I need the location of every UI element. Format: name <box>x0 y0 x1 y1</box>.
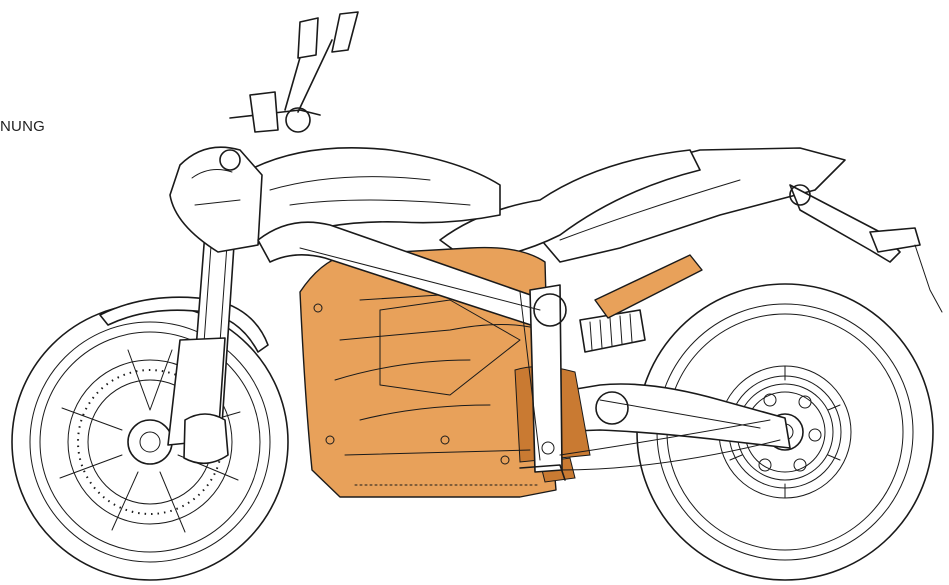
footpeg <box>519 464 566 481</box>
front-wheel <box>11 303 289 581</box>
frame <box>257 221 567 473</box>
drive-belt <box>559 419 781 471</box>
handlebar <box>229 39 333 133</box>
rear-shock <box>579 309 646 353</box>
fuel-tank-cover <box>239 146 501 246</box>
partial-caption: NUNG <box>0 118 45 135</box>
license-plate-holder <box>869 227 921 253</box>
brake-caliper <box>183 413 229 465</box>
front-fork <box>167 229 236 465</box>
right-mirror-icon <box>331 11 359 53</box>
headlight-cowl <box>169 146 263 253</box>
seat <box>439 149 701 263</box>
left-mirror-icon <box>297 17 319 59</box>
